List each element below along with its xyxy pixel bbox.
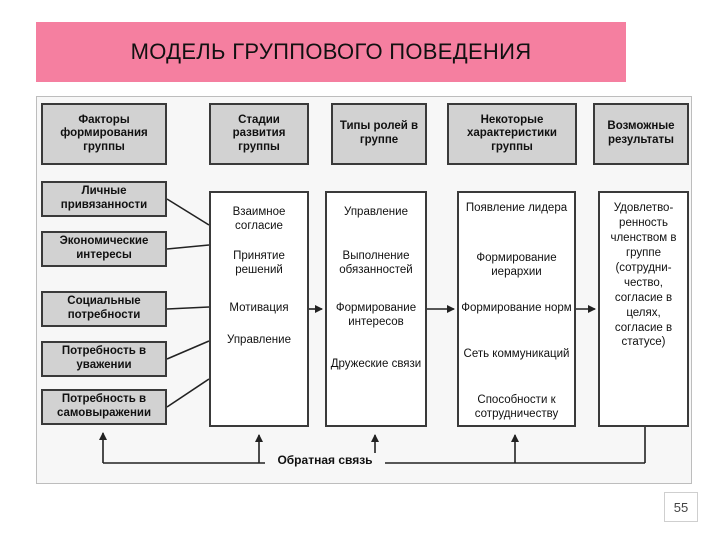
results-box: Удовлетво-ренность членством в группе (с…	[598, 191, 689, 427]
page-title: МОДЕЛЬ ГРУППОВОГО ПОВЕДЕНИЯ	[130, 39, 532, 64]
factor-personal-attachments: Личные привязанности	[41, 181, 167, 217]
feedback-label: Обратная связь	[265, 453, 385, 467]
role-item: Выполнение обязанностей	[339, 250, 413, 277]
header-results: Возможные результаты	[593, 103, 689, 165]
stage-item: Мотивация	[229, 302, 289, 314]
stage-item: Управление	[227, 334, 291, 346]
factor-line-3	[166, 306, 210, 310]
stages-box: Взаимное согласие Принятие решений Мотив…	[209, 191, 309, 427]
factor-social-needs: Социальные потребности	[41, 291, 167, 327]
title-banner: МОДЕЛЬ ГРУППОВОГО ПОВЕДЕНИЯ	[36, 22, 626, 82]
stage-item: Взаимное согласие	[232, 206, 286, 233]
characteristic-item: Формирование иерархии	[476, 252, 557, 279]
characteristics-box: Появление лидера Формирование иерархии Ф…	[457, 191, 576, 427]
header-stages: Стадии развития группы	[209, 103, 309, 165]
role-item: Управление	[344, 206, 408, 218]
group-behavior-diagram: Факторы формирования группы Стадии разви…	[36, 96, 692, 484]
role-item: Дружеские связи	[330, 358, 422, 370]
header-roles: Типы ролей в группе	[331, 103, 427, 165]
factor-line-4	[166, 340, 210, 360]
results-text: Удовлетво-ренность членством в группе (с…	[610, 202, 677, 349]
header-factors: Факторы формирования группы	[41, 103, 167, 165]
stage-item: Принятие решений	[233, 250, 285, 277]
factor-economic-interests: Экономические интересы	[41, 231, 167, 267]
factor-line-2	[166, 244, 210, 250]
characteristic-item: Сеть коммуникаций	[463, 348, 570, 360]
page-number: 55	[664, 492, 698, 522]
factor-line-5	[166, 378, 210, 408]
factor-line-1	[166, 198, 210, 226]
role-item: Формирование интересов	[335, 302, 417, 329]
factor-self-expression: Потребность в самовыражении	[41, 389, 167, 425]
factor-need-for-respect: Потребность в уважении	[41, 341, 167, 377]
characteristic-item: Способности к сотрудничеству	[474, 394, 559, 421]
roles-box: Управление Выполнение обязанностей Форми…	[325, 191, 427, 427]
header-characteristics: Некоторые характеристики группы	[447, 103, 577, 165]
characteristic-item: Появление лидера	[465, 202, 568, 214]
characteristic-item: Формирование норм	[461, 302, 572, 314]
